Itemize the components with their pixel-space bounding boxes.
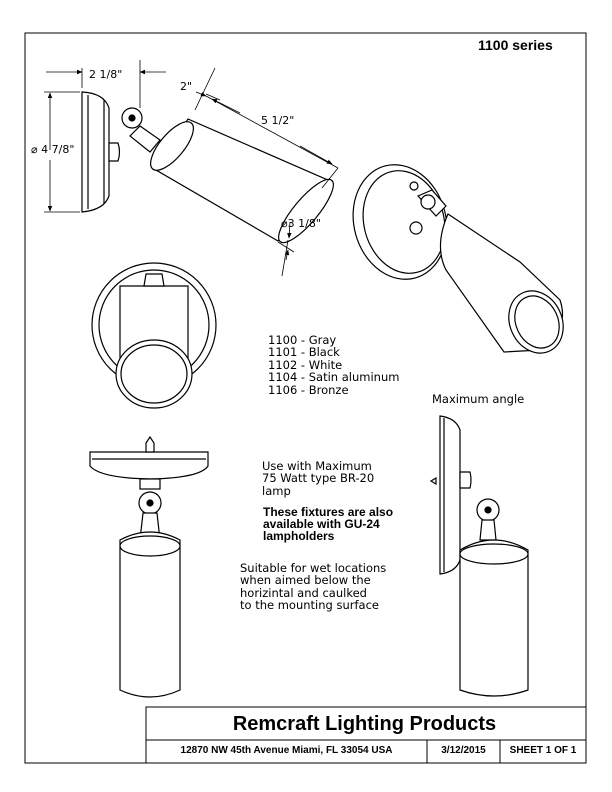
side-view-angled [81, 91, 334, 244]
dim-arm-offset: 2" [180, 80, 192, 93]
title-block [145, 706, 587, 764]
dim-canopy-diameter: ⌀ 4 7/8" [31, 143, 74, 156]
front-view [91, 262, 217, 409]
dimension-lines [44, 60, 339, 277]
dim-mount-depth: 2 1/8" [89, 68, 122, 81]
model-list: 1100 - Gray 1101 - Black 1102 - White 11… [268, 334, 399, 396]
max-angle-label: Maximum angle [432, 392, 525, 406]
note-wet-locations: Suitable for wet locations when aimed be… [240, 561, 387, 613]
down-view [89, 435, 209, 698]
dim-body-length: 5 1/2" [261, 114, 294, 127]
model-item: 1101 - Black [268, 345, 340, 360]
sheet-number: SHEET 1 OF 1 [509, 745, 577, 756]
series-label: 1100 series [478, 37, 553, 53]
model-item: 1104 - Satin aluminum [268, 370, 400, 385]
company-name: Remcraft Lighting Products [232, 712, 497, 735]
max-angle-view [429, 415, 529, 697]
isometric-view [352, 164, 564, 354]
dim-body-diameter: ⌀3 1/8" [281, 217, 321, 230]
model-item: 1106 - Bronze [268, 382, 349, 397]
model-item: 1102 - White [268, 357, 343, 372]
note-gu24: These fixtures are also available with G… [263, 505, 394, 544]
drawing-date: 3/12/2015 [441, 745, 486, 756]
model-item: 1100 - Gray [268, 333, 337, 347]
note-lamp: Use with Maximum 75 Watt type BR-20 lamp [262, 459, 375, 498]
company-address: 12870 NW 45th Avenue Miami, FL 33054 USA [180, 745, 393, 756]
